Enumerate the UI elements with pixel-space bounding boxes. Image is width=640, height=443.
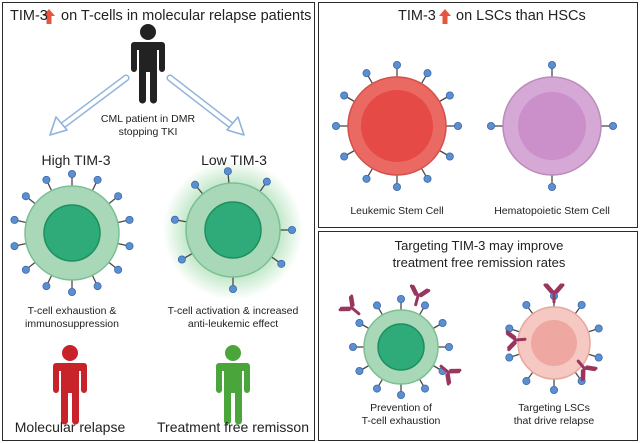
tim3-receptor-icon	[68, 287, 77, 296]
low-tim3-receptors	[170, 167, 296, 293]
tim3-receptor-icon	[355, 366, 364, 375]
treated-tcell	[363, 309, 439, 385]
antibody-icon	[543, 283, 565, 304]
low-tim3-tcell	[185, 182, 281, 278]
tim3-receptor-icon	[125, 242, 134, 251]
tim3-receptor-icon	[42, 175, 51, 184]
treatment-free-remission-label: Treatment free remisson	[157, 419, 309, 435]
tim3-receptor-icon	[548, 182, 557, 191]
tim3-receptor-icon	[396, 390, 405, 399]
lsc-title-prefix: TIM-3	[398, 8, 436, 24]
left-title-prefix: TIM-3	[10, 8, 48, 24]
high-tim3-label: High TIM-3	[41, 152, 111, 168]
tim3-receptor-icon	[423, 69, 432, 78]
high-desc-line1: T-cell exhaustion &	[27, 305, 117, 317]
tim3-receptor-icon	[445, 91, 454, 100]
tim3-receptor-icon	[453, 122, 462, 131]
hematopoietic-stem-cell	[502, 76, 602, 176]
targeting-title-line1: Targeting TIM-3 may improve	[394, 238, 564, 253]
tim3-receptor-icon	[191, 180, 200, 189]
tim3-receptor-icon	[331, 122, 340, 131]
tim3-receptor-icon	[355, 318, 364, 327]
patient-label-line2: stopping TKI	[118, 126, 178, 138]
relapse-person-icon	[53, 345, 87, 425]
tim3-receptor-icon	[114, 265, 123, 274]
tim3-receptor-icon	[522, 377, 531, 386]
tim3-receptor-icon	[125, 215, 134, 224]
tim3-receptor-icon	[505, 353, 514, 362]
high-desc-line2: immunosuppression	[25, 318, 119, 330]
tim3-receptor-icon	[42, 282, 51, 291]
remission-person-icon	[216, 345, 250, 425]
tim3-receptor-icon	[340, 152, 349, 161]
left-title-suffix: on T-cells in molecular relapse patients	[61, 8, 312, 24]
targeting-caption-line1: Targeting LSCs	[518, 402, 590, 414]
lsc-title-suffix: on LSCs than HSCs	[456, 8, 586, 24]
prevention-caption-line1: Prevention of	[370, 402, 432, 414]
tim3-receptor-icon	[594, 353, 603, 362]
tim3-receptor-icon	[550, 385, 559, 394]
tim3-receptor-icon	[10, 215, 19, 224]
tim3-receptor-icon	[262, 177, 271, 186]
leukemic-stem-cell-label: Leukemic Stem Cell	[350, 205, 444, 217]
tim3-receptor-icon	[362, 69, 371, 78]
targeting-caption-line2: that drive relapse	[513, 415, 595, 427]
tim3-receptor-icon	[114, 192, 123, 201]
patient-label-line1: CML patient in DMR	[100, 113, 196, 125]
tim3-receptor-icon	[223, 167, 232, 176]
tim3-receptor-icon	[170, 215, 179, 224]
targeting-title-line2: treatment free remission rates	[392, 255, 566, 270]
tim3-receptor-icon	[445, 152, 454, 161]
tim3-receptor-icon	[420, 384, 429, 393]
tim3-receptor-icon	[10, 242, 19, 251]
tim3-receptor-icon	[396, 294, 405, 303]
molecular-relapse-label: Molecular relapse	[14, 419, 126, 435]
tcell-receptors	[348, 294, 453, 399]
arrow-to-low-icon	[166, 74, 245, 136]
high-tim3-receptors	[10, 169, 134, 296]
low-desc-line1: T-cell activation & increased	[167, 305, 299, 317]
tim3-receptor-icon	[372, 301, 381, 310]
tim3-receptor-icon	[444, 342, 453, 351]
tim3-receptor-icon	[21, 192, 30, 201]
tim3-receptor-icon	[438, 318, 447, 327]
tim3-receptor-icon	[522, 300, 531, 309]
lsc-receptors	[331, 61, 462, 191]
hsc-receptors	[486, 61, 618, 191]
tim3-receptor-icon	[93, 175, 102, 184]
tim3-receptor-icon	[594, 324, 603, 333]
tim3-receptor-icon	[287, 225, 296, 234]
tim3-receptor-icon	[372, 384, 381, 393]
targeted-lsc	[517, 306, 591, 380]
tim3-receptor-icon	[577, 300, 586, 309]
tim3-receptor-icon	[609, 122, 618, 131]
tim3-receptor-icon	[348, 342, 357, 351]
antibody-icon	[338, 294, 367, 323]
tim3-receptor-icon	[548, 61, 557, 70]
high-tim3-tcell	[24, 185, 120, 281]
low-tim3-label: Low TIM-3	[201, 152, 267, 168]
tim3-receptor-icon	[392, 182, 401, 191]
arrow-to-high-icon	[49, 74, 130, 136]
tim3-receptor-icon	[362, 174, 371, 183]
tim3-receptor-icon	[486, 122, 495, 131]
hematopoietic-stem-cell-label: Hematopoietic Stem Cell	[494, 205, 610, 217]
tim3-receptor-icon	[177, 255, 186, 264]
tim3-receptor-icon	[228, 284, 237, 293]
tim3-receptor-icon	[420, 301, 429, 310]
tim3-receptor-icon	[68, 169, 77, 178]
leukemic-stem-cell	[347, 76, 447, 176]
tim3-receptor-icon	[93, 282, 102, 291]
tim3-receptor-icon	[277, 259, 286, 268]
red-up-arrow-icon	[439, 9, 451, 24]
tim3-receptor-icon	[21, 265, 30, 274]
tim3-receptor-icon	[392, 61, 401, 70]
patient-person-icon	[131, 24, 165, 104]
tim3-receptor-icon	[423, 174, 432, 183]
low-desc-line2: anti-leukemic effect	[187, 318, 279, 330]
prevention-caption-line2: T-cell exhaustion	[361, 415, 441, 427]
tim3-receptor-icon	[340, 91, 349, 100]
